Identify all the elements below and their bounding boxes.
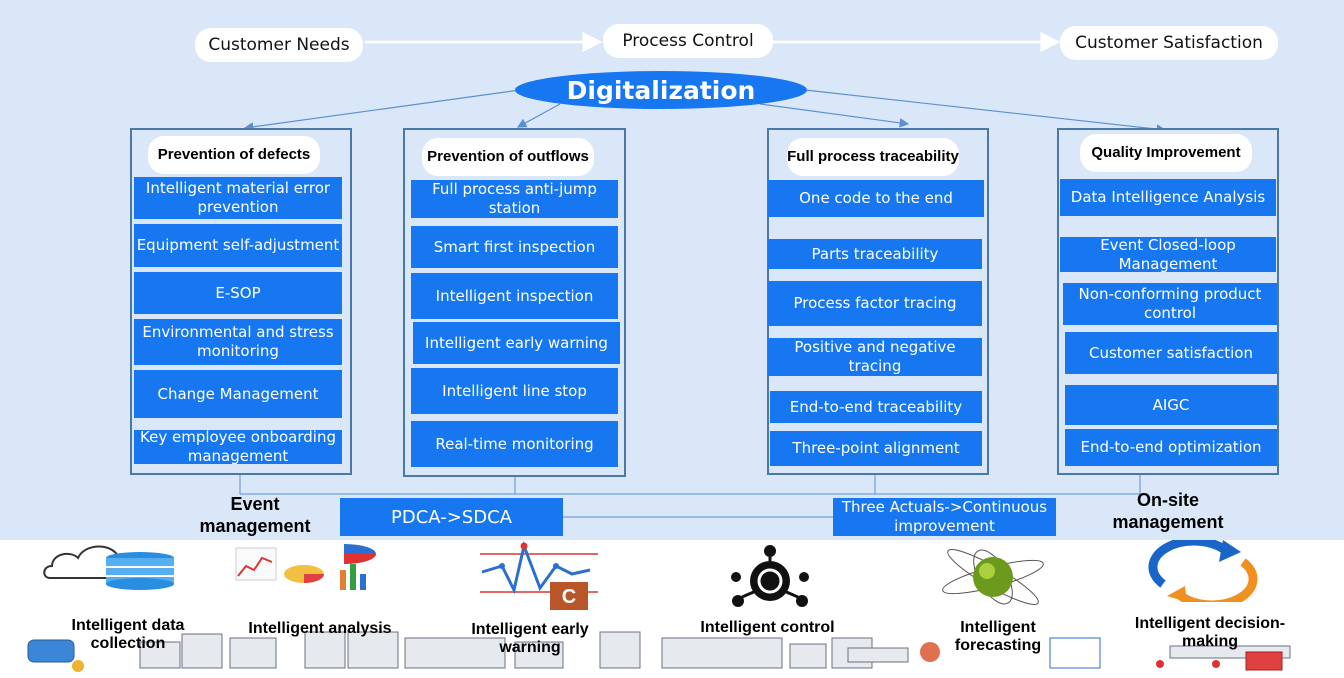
- panel-item: Intelligent line stop: [411, 368, 618, 414]
- panel-item: End-to-end optimization: [1065, 429, 1277, 466]
- panel-item: Data Intelligence Analysis: [1060, 179, 1276, 216]
- charts-icon: [235, 544, 376, 590]
- svg-text:C: C: [562, 586, 576, 608]
- panel-item: Parts traceability: [768, 239, 982, 269]
- panel-item: Real-time monitoring: [411, 421, 618, 467]
- panel-item: Equipment self-adjustment: [134, 224, 342, 267]
- cloud-database-icon: [43, 545, 174, 590]
- warning-chart-icon: C: [480, 540, 598, 610]
- cycle-arrows-icon: [1148, 540, 1258, 602]
- customer-needs-node: Customer Needs: [195, 28, 363, 62]
- panel-item: Three-point alignment: [770, 431, 982, 466]
- panel-title: Quality Improvement: [1080, 134, 1252, 172]
- digitalization-node: Digitalization: [515, 71, 807, 109]
- onsite-management-label: On-site management: [1112, 490, 1224, 532]
- three-actuals-box: Three Actuals->Continuous improvement: [833, 498, 1056, 536]
- panel-item: Event Closed-loop Management: [1060, 236, 1276, 273]
- capability-label: Intelligent decision-making: [1134, 615, 1286, 650]
- control-hub-icon: [731, 545, 809, 607]
- panel-item: One code to the end: [768, 180, 984, 217]
- production-line-icon: [27, 631, 1291, 672]
- process-control-node: Process Control: [603, 24, 773, 58]
- panel-item: Intelligent material error prevention: [134, 177, 342, 219]
- panel-item: AIGC: [1065, 385, 1277, 425]
- panel-item: Change Management: [134, 370, 342, 418]
- panel-item: Customer satisfaction: [1065, 332, 1277, 374]
- capability-label: Intelligent forecasting: [954, 619, 1042, 654]
- atom-globe-icon: [942, 549, 1044, 605]
- panel-item: Full process anti-jump station: [411, 180, 618, 218]
- panel-title: Prevention of outflows: [422, 138, 594, 176]
- panel-item: Intelligent inspection: [411, 273, 618, 319]
- panel-item: Smart first inspection: [411, 226, 618, 268]
- pdca-box: PDCA->SDCA: [340, 498, 563, 536]
- event-management-label: Event management: [199, 494, 311, 536]
- customer-satisfaction-node: Customer Satisfaction: [1060, 26, 1278, 60]
- capability-label: Intelligent data collection: [71, 617, 185, 652]
- capability-label: Intelligent control: [700, 619, 835, 636]
- panel-item: Positive and negative tracing: [768, 338, 982, 376]
- panel-item: Non-conforming product control: [1063, 283, 1277, 325]
- panel-item: Intelligent early warning: [413, 322, 620, 364]
- panel-item: Process factor tracing: [768, 281, 982, 326]
- panel-title: Prevention of defects: [148, 136, 320, 174]
- panel-item: Environmental and stress monitoring: [134, 319, 342, 365]
- panel-title: Full process traceability: [787, 138, 959, 176]
- capability-label: Intelligent early warning: [471, 621, 589, 656]
- panel-item: End-to-end traceability: [770, 391, 982, 423]
- capability-label: Intelligent analysis: [248, 620, 392, 637]
- panel-item: E-SOP: [134, 272, 342, 314]
- panel-item: Key employee onboarding management: [134, 428, 342, 465]
